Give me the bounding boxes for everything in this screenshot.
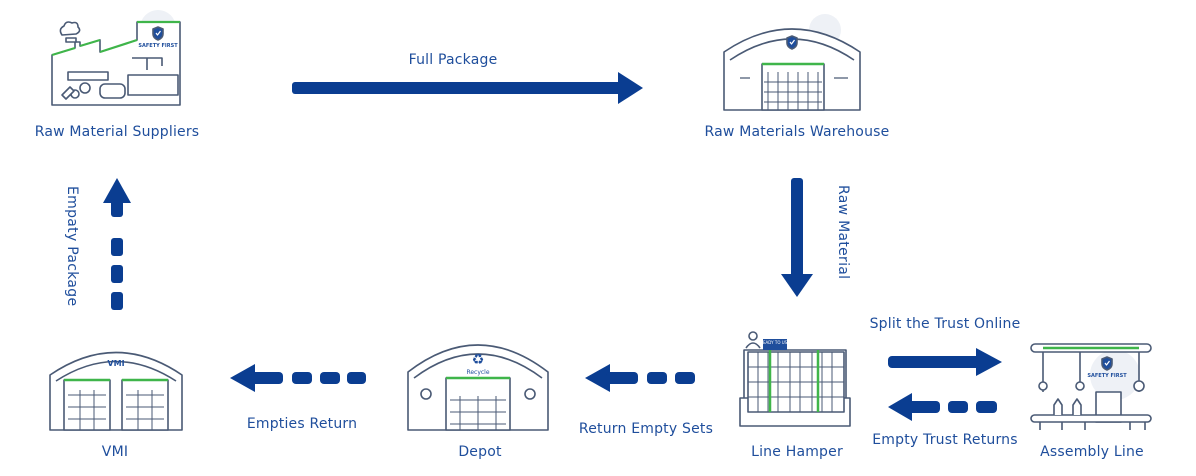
node-label-depot: Depot bbox=[458, 444, 502, 460]
recycle-icon: ♻ bbox=[472, 352, 485, 368]
raw-material-arrow bbox=[781, 178, 813, 297]
hamper-rack-icon: READY TO USE bbox=[739, 331, 851, 427]
empty-trust-returns-arrow bbox=[888, 393, 997, 421]
empty-package-arrow bbox=[103, 178, 131, 310]
empties-return-arrow bbox=[230, 364, 366, 392]
flow-label-return-empty-sets: Return Empty Sets bbox=[578, 421, 714, 437]
node-label-assembly-line: Assembly Line bbox=[1040, 444, 1144, 460]
full-package-arrow bbox=[292, 72, 643, 104]
warehouse-icon bbox=[723, 14, 861, 111]
node-label-line-hamper: Line Hamper bbox=[751, 444, 843, 460]
split-trust-arrow bbox=[888, 348, 1002, 376]
flow-label-empty-trust-returns: Empty Trust Returns bbox=[872, 432, 1018, 448]
assembly-line-icon: SAFETY FIRST bbox=[1030, 343, 1152, 430]
depot-recycle-icon: ♻ Recycle bbox=[407, 344, 549, 431]
flow-label-empty-package: Empaty Package bbox=[64, 186, 80, 307]
assembly-safety-badge-text: SAFETY FIRST bbox=[1087, 373, 1127, 379]
node-label-raw-material-suppliers: Raw Material Suppliers bbox=[34, 124, 200, 140]
hamper-sign-text: READY TO USE bbox=[760, 340, 790, 345]
node-label-raw-materials-warehouse: Raw Materials Warehouse bbox=[704, 124, 890, 140]
factory-icon: SAFETY FIRST bbox=[51, 10, 181, 106]
vmi-warehouse-icon: VMI bbox=[49, 351, 183, 431]
node-label-vmi: VMI bbox=[101, 444, 129, 460]
flow-label-raw-material: Raw Material bbox=[835, 185, 851, 280]
flow-label-empties-return: Empties Return bbox=[246, 416, 358, 432]
return-empty-sets-arrow bbox=[585, 364, 695, 392]
flow-label-split-trust: Split the Trust Online bbox=[869, 316, 1021, 332]
flow-label-full-package: Full Package bbox=[408, 52, 498, 68]
suppliers-safety-badge-text: SAFETY FIRST bbox=[138, 43, 178, 49]
vmi-sign-text: VMI bbox=[107, 359, 124, 368]
depot-sign-text: Recycle bbox=[466, 369, 489, 376]
